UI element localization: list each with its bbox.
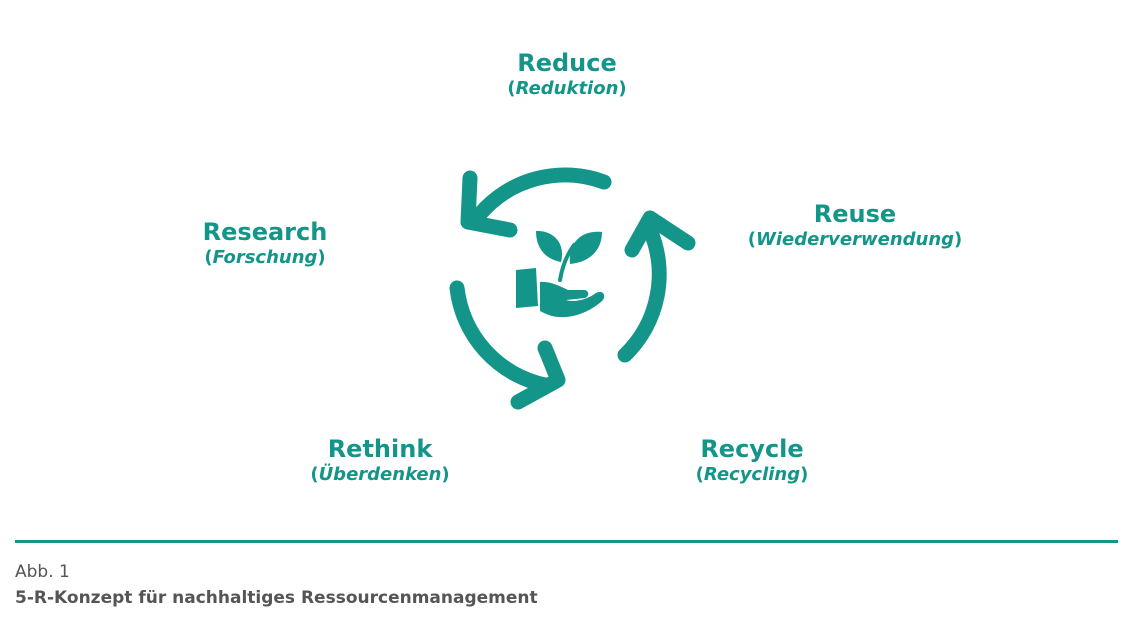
node-recycle: Recycle (Recycling)	[696, 435, 809, 487]
node-reduce-translation-wrap: (Reduktion)	[507, 78, 627, 99]
node-rethink: Rethink (Überdenken)	[310, 435, 449, 487]
node-reuse: Reuse (Wiederverwendung)	[748, 200, 963, 252]
node-reuse-translation: Wiederverwendung	[755, 229, 955, 250]
node-reuse-title: Reuse	[813, 200, 897, 228]
figure-number: Abb. 1	[15, 562, 70, 582]
node-research-translation-wrap: (Forschung)	[204, 247, 326, 268]
node-reuse-translation-wrap: (Wiederverwendung)	[747, 229, 963, 250]
node-reduce-translation: Reduktion	[515, 78, 619, 99]
node-rethink-translation-wrap: (Überdenken)	[310, 464, 450, 485]
caption-divider	[15, 540, 1118, 543]
node-reduce: Reduce (Reduktion)	[507, 49, 626, 101]
cycle-arrow-icon	[460, 167, 612, 238]
node-recycle-translation: Recycling	[703, 464, 801, 485]
cycle-arrow-icon	[449, 280, 566, 410]
node-research-translation: Forschung	[212, 247, 318, 268]
node-recycle-title: Recycle	[700, 435, 804, 463]
node-rethink-title: Rethink	[327, 435, 433, 463]
hand-with-plant-icon	[516, 230, 605, 318]
node-recycle-translation-wrap: (Recycling)	[695, 464, 809, 485]
cycle-arrow-icon	[617, 210, 696, 363]
node-reduce-title: Reduce	[517, 49, 617, 77]
node-research: Research (Forschung)	[203, 218, 328, 270]
figure-title: 5-R-Konzept für nachhaltiges Ressourcenm…	[15, 588, 538, 608]
node-rethink-translation: Überdenken	[318, 464, 442, 485]
node-research-title: Research	[202, 218, 328, 246]
